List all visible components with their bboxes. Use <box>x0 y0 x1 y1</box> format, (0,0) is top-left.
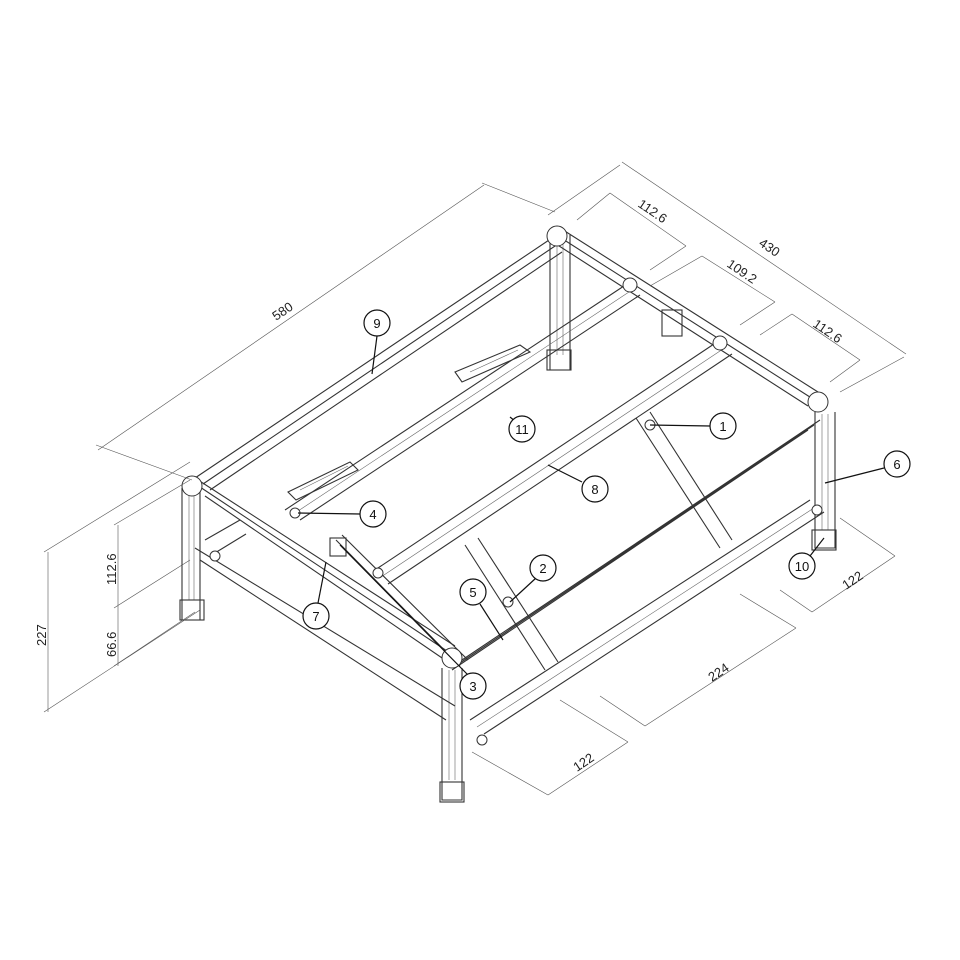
svg-text:2: 2 <box>539 561 546 576</box>
dim-width-430: 430 <box>756 235 782 260</box>
joint-back-left <box>546 225 568 247</box>
callout-4: 4 <box>297 500 387 528</box>
back-left-leg <box>546 235 572 371</box>
svg-text:5: 5 <box>469 585 476 600</box>
top-rim-back-beam <box>555 227 819 407</box>
diagonal-brace-right <box>464 411 733 671</box>
dim-length-580: 580 <box>269 299 295 324</box>
callout-5: 5 <box>459 578 504 641</box>
callout-6: 6 <box>824 450 911 484</box>
top-rim-left-beam <box>194 235 563 491</box>
dim-seg-mid: 109.2 <box>724 256 759 287</box>
callouts: 1 2 3 4 5 6 7 <box>297 309 911 700</box>
callout-10: 10 <box>788 537 825 580</box>
front-left-leg <box>179 488 205 621</box>
inner-tube-middle <box>374 339 733 585</box>
dim-front-left: 122 <box>570 750 596 775</box>
frame-structure <box>179 225 837 803</box>
svg-text:11: 11 <box>515 422 529 437</box>
latch-assembly-lower <box>287 461 359 501</box>
dim-height-upper: 112.6 <box>104 553 119 585</box>
callout-7: 7 <box>302 561 330 630</box>
front-bracket <box>329 537 347 557</box>
joint-bolt-2 <box>502 596 514 608</box>
joint-bolt-lower-right <box>811 504 823 516</box>
joint-back-right <box>807 391 829 413</box>
front-right-leg <box>439 668 465 803</box>
latch-assembly-upper <box>454 344 532 383</box>
svg-text:9: 9 <box>373 316 380 331</box>
callout-8: 8 <box>547 464 609 503</box>
dim-front-right: 122 <box>839 568 865 593</box>
dimension-lines <box>43 161 907 796</box>
side-diagonal-brace <box>335 534 469 667</box>
callout-11: 11 <box>508 415 536 443</box>
joint-front-left <box>181 475 203 497</box>
joint-bolt-left <box>209 550 221 562</box>
left-lower-stub <box>204 519 247 557</box>
dim-seg-back: 112.6 <box>635 196 670 226</box>
svg-text:10: 10 <box>795 559 809 574</box>
top-rim-right-beam <box>451 419 821 671</box>
svg-text:6: 6 <box>893 457 900 472</box>
svg-text:3: 3 <box>469 679 476 694</box>
dim-height-total: 227 <box>34 624 49 646</box>
svg-text:4: 4 <box>369 507 376 522</box>
lower-rail-right <box>469 499 825 735</box>
dim-seg-front: 112.6 <box>810 316 845 346</box>
dim-front-mid: 224 <box>705 660 731 685</box>
back-bracket <box>661 309 683 337</box>
dim-height-lower: 66.6 <box>104 632 119 657</box>
joint-bolt-lower <box>476 734 488 746</box>
svg-text:7: 7 <box>312 609 319 624</box>
joint-bolt-mid <box>372 567 384 579</box>
dimension-labels: 580 430 112.6 109.2 112.6 227 112.6 66.6… <box>34 196 866 774</box>
callout-9: 9 <box>363 309 391 375</box>
svg-text:1: 1 <box>719 419 726 434</box>
svg-text:8: 8 <box>591 482 598 497</box>
callout-2: 2 <box>509 554 557 603</box>
joint-inner-mid <box>712 335 728 351</box>
callout-1: 1 <box>649 412 737 440</box>
inner-tube-back <box>284 281 641 521</box>
joint-inner-back <box>622 277 638 293</box>
lower-rail-left <box>194 547 456 721</box>
callout-3: 3 <box>339 544 487 700</box>
